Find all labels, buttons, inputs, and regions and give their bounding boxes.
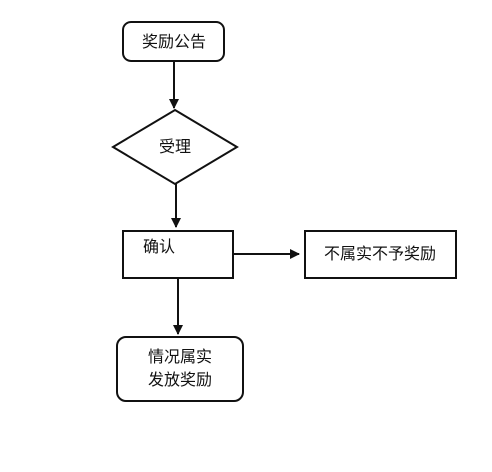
confirm-box: [122, 230, 234, 279]
reject-box: [304, 230, 457, 279]
announce-label: 奖励公告: [142, 32, 206, 51]
confirm-label: 确认: [143, 237, 175, 256]
accept-label: 受理: [159, 137, 191, 156]
grant-box: [116, 336, 244, 402]
grant-label-line2: 发放奖励: [148, 370, 212, 389]
reject-label: 不属实不予奖励: [324, 244, 436, 263]
grant-label-line1: 情况属实: [148, 347, 212, 366]
